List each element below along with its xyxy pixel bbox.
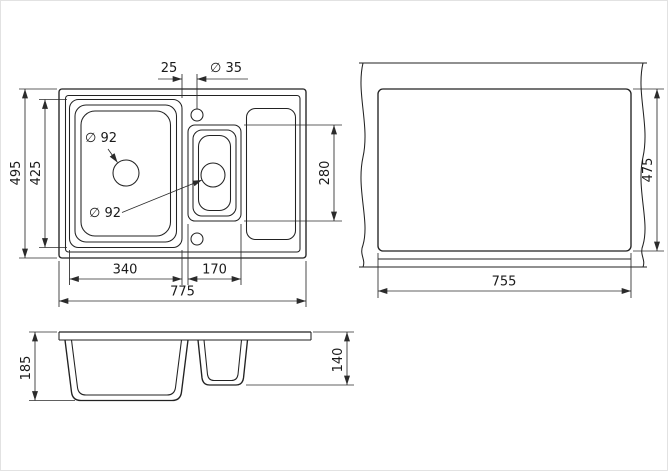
- break-line-right: [640, 62, 646, 268]
- dim-label-cutout-depth: 475: [641, 158, 656, 183]
- leader-main-drain: [107, 148, 118, 163]
- sink-rim-inner-line: [64, 94, 301, 253]
- secondary-bowl-profile-inner: [203, 339, 243, 382]
- dim-label-main-bowl-width: 340: [113, 263, 138, 278]
- secondary-bowl-profile-outer: [197, 339, 249, 386]
- dim-label-main-drain-diameter: ∅ 92: [85, 131, 117, 146]
- plan-view-dimensions: [19, 74, 342, 307]
- dim-label-overall-height: 185: [19, 356, 34, 381]
- front-view: [58, 331, 312, 402]
- secondary-drain-hole: [200, 162, 226, 188]
- plan-view: [58, 88, 307, 259]
- dim-label-secondary-bowl-depth: 140: [331, 348, 346, 373]
- dim-label-inner-depth: 425: [29, 161, 44, 186]
- secondary-bowl-contour-inner: [197, 134, 232, 212]
- dim-label-secondary-drain-diameter: ∅ 92: [89, 206, 121, 221]
- dim-label-faucet-hole-diameter: ∅ 35: [210, 61, 242, 76]
- dim-label-overall-depth: 495: [9, 161, 24, 186]
- main-bowl-contour-outer: [68, 98, 183, 249]
- dim-label-secondary-bowl-length: 280: [318, 161, 333, 186]
- sink-outline: [58, 88, 307, 259]
- dim-label-cutout-width: 755: [492, 275, 517, 290]
- main-bowl-profile-inner: [70, 339, 183, 396]
- accessory-hole: [190, 232, 204, 246]
- cutout-view-dimensions: [377, 88, 664, 298]
- secondary-bowl-contour-mid: [192, 129, 237, 217]
- dim-label-secondary-bowl-width: 170: [202, 263, 227, 278]
- cutout-outline: [377, 88, 632, 252]
- main-bowl-contour-mid: [74, 104, 178, 243]
- drainboard-recess: [245, 107, 297, 241]
- dim-label-overall-width: 775: [170, 285, 195, 300]
- dim-label-faucet-offset: 25: [161, 61, 178, 76]
- leader-secondary-drain: [121, 179, 203, 213]
- dimension-labels: 25 ∅ 35 495 425 ∅ 92 ∅ 92 280 340 170 77…: [9, 61, 656, 380]
- faucet-hole: [190, 108, 204, 122]
- break-line-left: [360, 62, 366, 268]
- front-view-dimensions: [29, 331, 354, 401]
- main-drain-hole: [112, 159, 140, 187]
- cutout-view: [359, 62, 647, 268]
- main-bowl-contour-inner: [80, 110, 172, 237]
- main-bowl-profile-outer: [64, 339, 189, 402]
- secondary-bowl-contour-outer: [187, 124, 242, 222]
